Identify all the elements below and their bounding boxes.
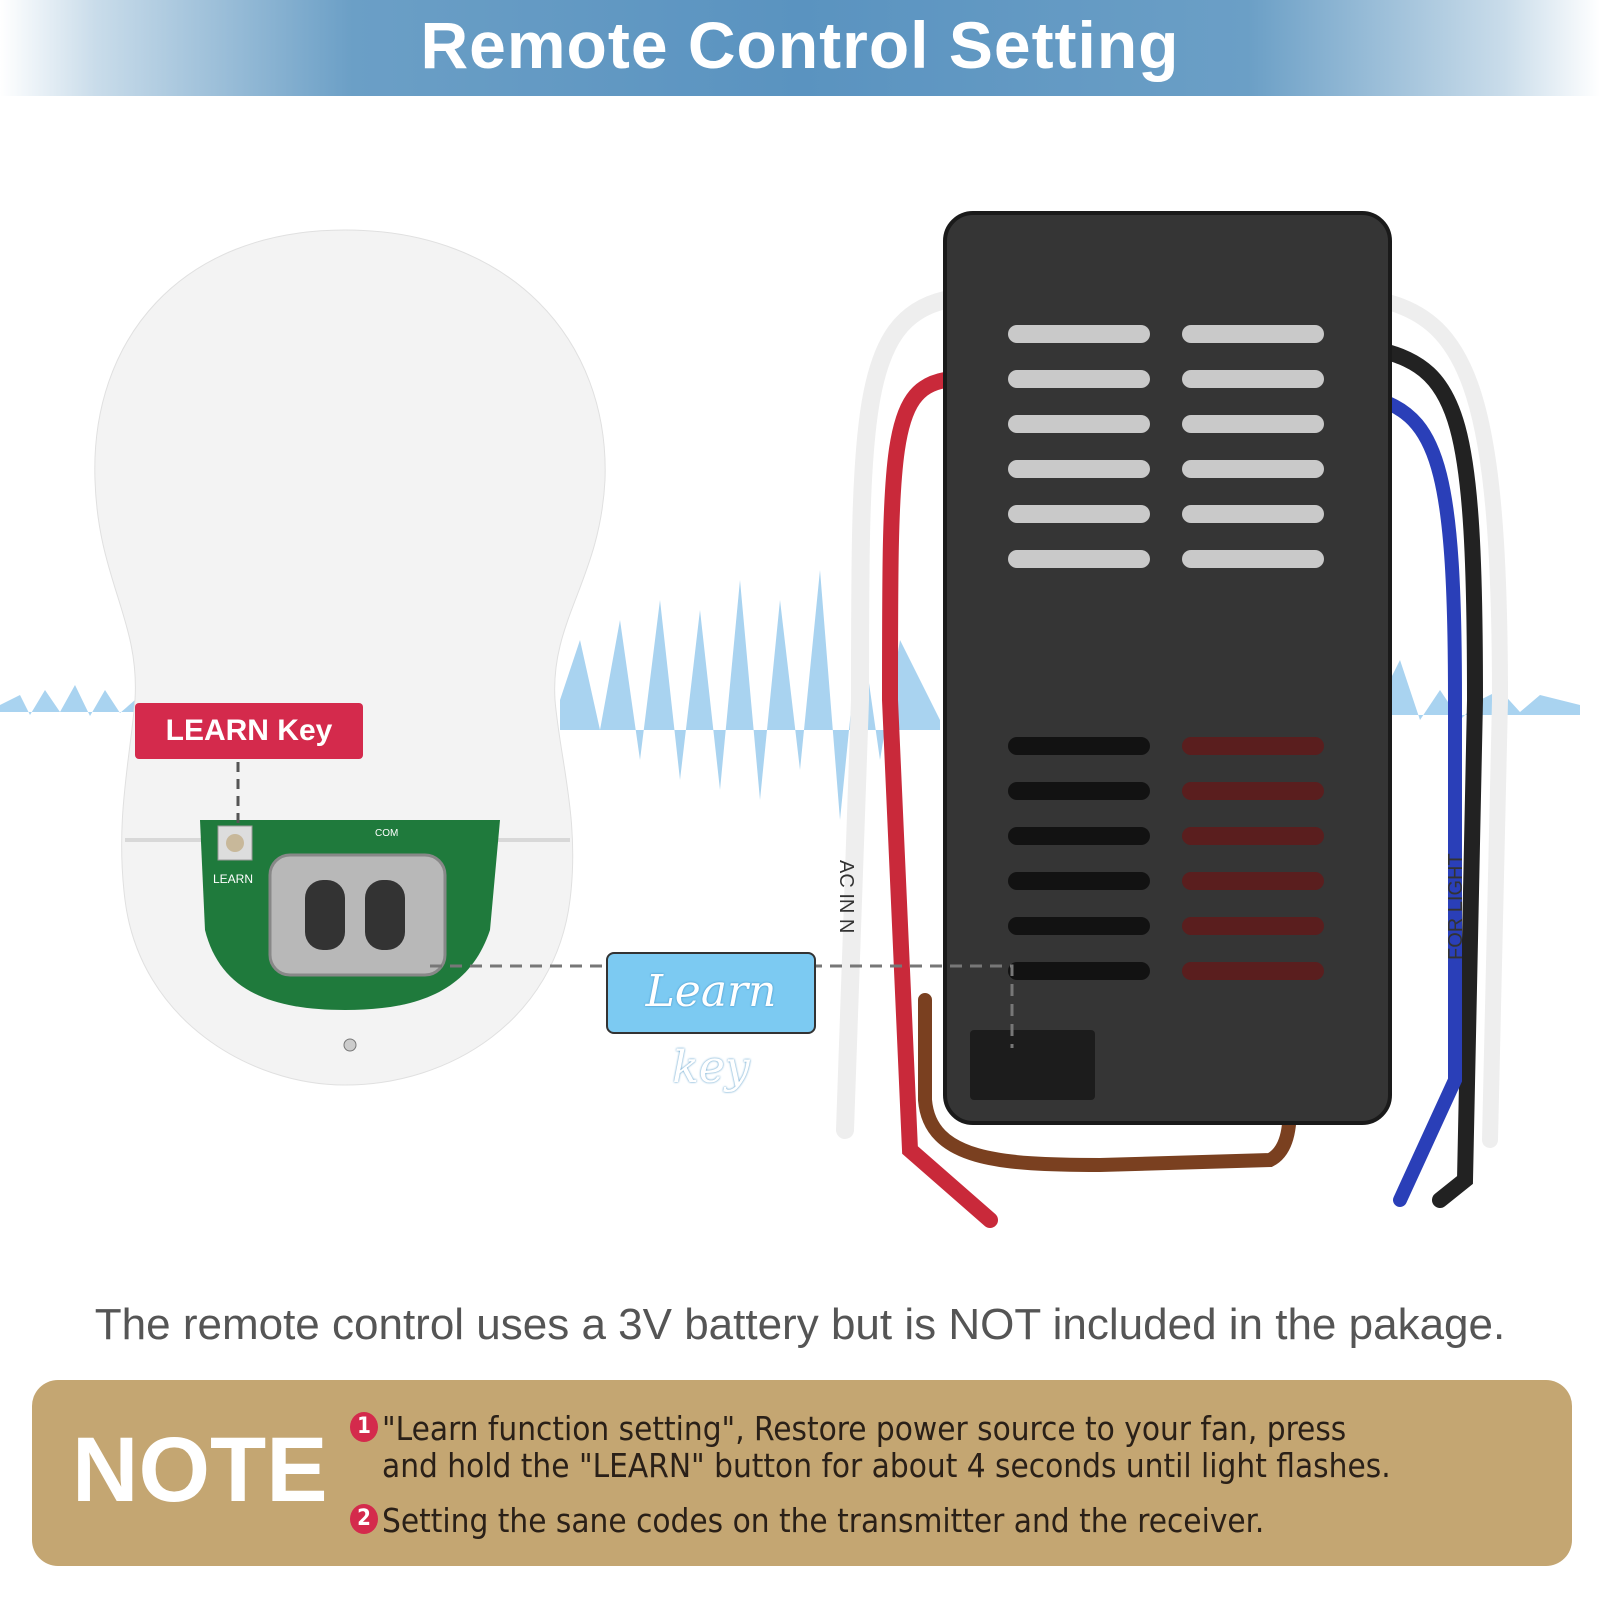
pcb-com-label: COM — [375, 828, 398, 839]
vent-slot — [1008, 370, 1150, 388]
vent-slot — [1182, 827, 1324, 845]
note-item-line: "Learn function setting", Restore power … — [382, 1409, 1347, 1448]
note-item-2: 2 Setting the sane codes on the transmit… — [350, 1501, 1265, 1540]
vent-slot — [1008, 737, 1150, 755]
vent-slot — [1008, 550, 1150, 568]
wire-label-ac-in: AC IN N — [835, 860, 857, 933]
vent-slot — [1008, 415, 1150, 433]
signal-wave — [0, 570, 1580, 820]
learn-key-tag: LEARN Key — [135, 703, 363, 759]
vent-slot — [1008, 782, 1150, 800]
learn-key-callout: Learn key — [606, 952, 816, 1093]
vent-slot — [1182, 505, 1324, 523]
wire-label-light: FOR LIGHT — [1445, 853, 1467, 960]
vent-slot — [1008, 872, 1150, 890]
vent-slot — [1182, 782, 1324, 800]
note-item-1: 1 "Learn function setting", Restore powe… — [350, 1409, 1391, 1485]
wires — [836, 291, 1509, 1228]
vent-slot — [1182, 737, 1324, 755]
learn-button — [970, 1030, 1095, 1100]
vent-slot — [1182, 550, 1324, 568]
note-title: NOTE — [72, 1419, 328, 1521]
remote-control: LEARN COM — [94, 229, 606, 1086]
vent-slot — [1008, 325, 1150, 343]
number-badge: 2 — [350, 1504, 378, 1534]
page-title: Remote Control Setting — [420, 8, 1180, 82]
vent-slot — [1182, 460, 1324, 478]
receiver-unit — [943, 211, 1392, 1125]
number-badge: 1 — [350, 1412, 378, 1442]
vent-slot — [1008, 460, 1150, 478]
product-illustration: LEARN COM AC IN N FOR LIGHT — [0, 211, 1580, 1228]
vent-slot — [1182, 917, 1324, 935]
vent-slot — [1182, 370, 1324, 388]
vent-slot — [1182, 962, 1324, 980]
vent-slot — [1182, 872, 1324, 890]
vent-slot — [1008, 505, 1150, 523]
vent-slot — [1008, 917, 1150, 935]
note-item-line: Setting the sane codes on the transmitte… — [382, 1501, 1265, 1540]
battery-notice: The remote control uses a 3V battery but… — [94, 1300, 1506, 1349]
vent-slot — [1008, 827, 1150, 845]
title-banner: Remote Control Setting — [0, 0, 1600, 96]
vent-slot — [1008, 962, 1150, 980]
note-item-line: and hold the "LEARN" button for about 4 … — [382, 1446, 1391, 1485]
note-box: NOTE 1 "Learn function setting", Restore… — [32, 1380, 1572, 1566]
vent-slot — [1182, 325, 1324, 343]
pcb-learn-label: LEARN — [213, 872, 253, 886]
vent-slot — [1182, 415, 1324, 433]
